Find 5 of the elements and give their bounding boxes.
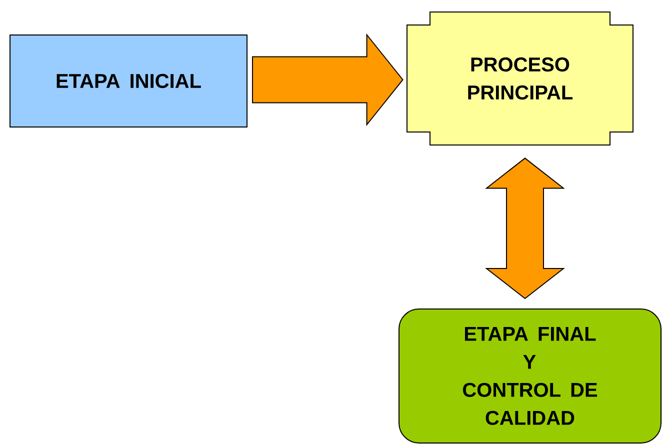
process-box: PROCESO PRINCIPAL xyxy=(406,12,634,146)
stage-box: ETAPA INICIAL xyxy=(10,34,248,128)
final-stage-box: ETAPA FINAL Y CONTROL DE CALIDAD xyxy=(398,308,662,444)
block-arrow xyxy=(252,33,404,126)
block-arrow xyxy=(485,158,565,300)
